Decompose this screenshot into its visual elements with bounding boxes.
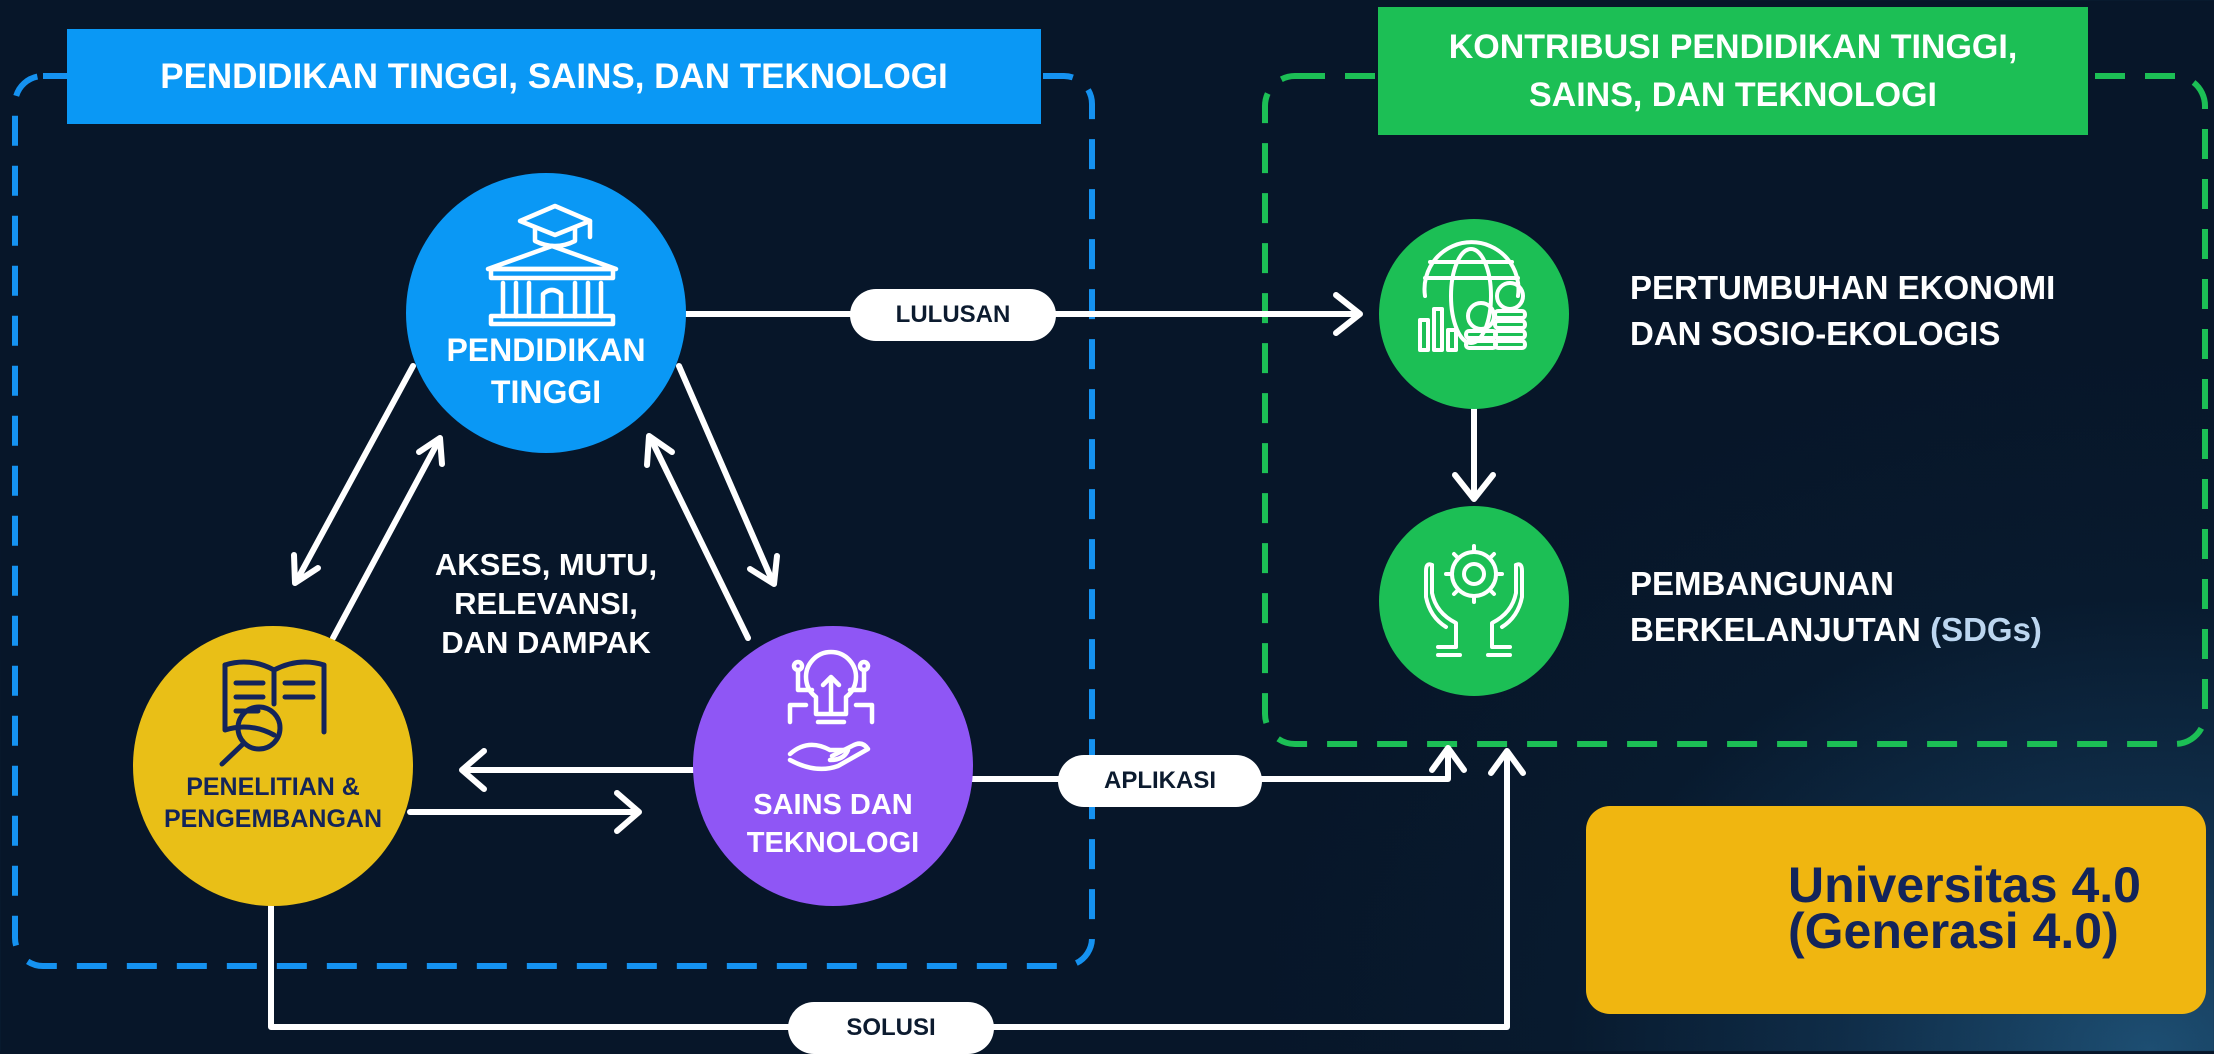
solusi-arrowhead	[1488, 748, 1526, 776]
research-line1: PENELITIAN &	[186, 773, 360, 801]
sdgs-label: (SDGs)	[1930, 611, 2042, 648]
arrow-ht-to-st	[676, 363, 775, 583]
outcome-down-arrowhead	[1452, 472, 1496, 502]
higher-education-line1: PENDIDIKAN	[446, 332, 646, 368]
arrow-rd-to-st-head	[614, 790, 642, 834]
research-label: PENELITIAN & PENGEMBANGAN	[143, 771, 403, 835]
aplikasi-arrowhead	[1429, 745, 1467, 773]
sustainable-development-main: BERKELANJUTAN	[1630, 611, 1921, 648]
solusi-pill: SOLUSI	[788, 1002, 994, 1054]
arrow-st-to-ht	[648, 436, 751, 641]
sustainable-development-line2: BERKELANJUTAN (SDGs)	[1630, 607, 2042, 653]
node-higher-education	[406, 173, 686, 453]
arrow-rd-to-ht-head	[416, 435, 445, 467]
research-line2: PENGEMBANGAN	[163, 805, 383, 833]
left-section-title: PENDIDIKAN TINGGI, SAINS, DAN TEKNOLOGI	[67, 29, 1041, 124]
arrow-st-to-ht-head	[644, 433, 675, 468]
globe-coins-chart-icon	[1418, 240, 1527, 352]
higher-education-line2: TINGGI	[490, 374, 602, 410]
sustainable-development-line1: PEMBANGUNAN	[1630, 565, 1894, 602]
hands-gear-icon	[1424, 544, 1524, 657]
universitas-badge	[1586, 806, 2206, 1014]
right-section-border	[1262, 73, 2208, 747]
arrow-ht-to-rd	[294, 363, 416, 583]
arrow-rd-to-ht	[330, 439, 441, 641]
science-technology-line1: SAINS DAN	[753, 789, 913, 821]
sustainable-development-text: PEMBANGUNAN BERKELANJUTAN (SDGs)	[1630, 561, 2042, 653]
science-technology-line2: TEKNOLOGI	[746, 827, 920, 859]
science-technology-label: SAINS DAN TEKNOLOGI	[713, 786, 953, 862]
right-section-title: KONTRIBUSI PENDIDIKAN TINGGI, SAINS, DAN…	[1378, 7, 2088, 135]
lightbulb-hand-icon	[787, 649, 875, 772]
economic-growth-line1: PERTUMBUHAN EKONOMI	[1630, 269, 2056, 306]
center-text: AKSES, MUTU, RELEVANSI, DAN DAMPAK	[400, 545, 692, 662]
lulusan-arrowhead	[1333, 292, 1363, 336]
universitas-badge-line2: (Generasi 4.0)	[1788, 903, 2119, 959]
university-graduation-cap-icon	[485, 203, 619, 327]
arrow-ht-to-rd-head	[291, 552, 321, 586]
right-section-title-line1: KONTRIBUSI PENDIDIKAN TINGGI,	[1448, 28, 2018, 66]
right-section-title-line2: SAINS, DAN TEKNOLOGI	[1528, 76, 1937, 114]
higher-education-label: PENDIDIKAN TINGGI	[426, 329, 666, 413]
arrow-ht-to-st-head	[747, 553, 780, 587]
center-text-line1: AKSES, MUTU,	[434, 547, 658, 582]
universitas-badge-text: Universitas 4.0 (Generasi 4.0)	[1788, 857, 2141, 959]
aplikasi-pill: APLIKASI	[1058, 755, 1262, 807]
book-magnifier-icon	[219, 659, 327, 767]
arrow-st-to-rd-head	[459, 748, 487, 792]
economic-growth-text: PERTUMBUHAN EKONOMI DAN SOSIO-EKOLOGIS	[1630, 265, 2055, 357]
center-text-line3: DAN DAMPAK	[441, 625, 651, 660]
node-economic-growth	[1379, 219, 1569, 409]
center-text-line2: RELEVANSI,	[454, 586, 638, 621]
node-research	[133, 626, 413, 906]
economic-growth-line2: DAN SOSIO-EKOLOGIS	[1630, 315, 2001, 352]
universitas-badge-line1: Universitas 4.0	[1788, 857, 2141, 913]
lulusan-pill: LULUSAN	[850, 289, 1056, 341]
